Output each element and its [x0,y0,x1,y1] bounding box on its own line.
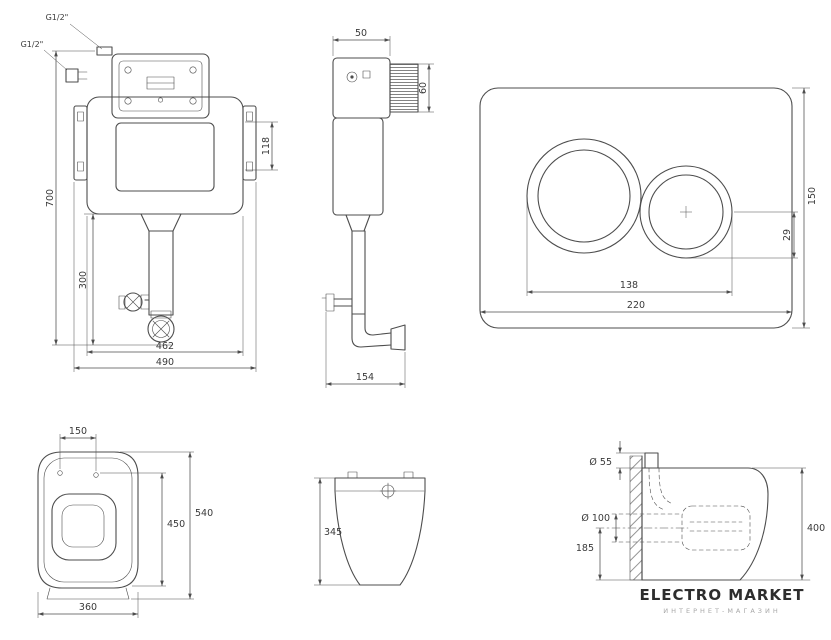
installation-view [595,452,811,581]
side-tank-top [332,57,391,119]
dim-300-label: 300 [78,271,89,289]
bowl-rim [43,457,133,583]
g12-top-label: G1/2" [46,13,69,22]
bowl-side-dimensions [314,477,360,586]
hinge-hole-left [57,470,63,476]
bowl-base [46,587,130,600]
dim-118-label: 118 [261,137,272,155]
side-inlet-valve [325,293,335,312]
bowl-opening [51,493,117,561]
dim-462-label: 462 [156,341,174,352]
dim-50-label: 50 [355,28,367,39]
bowl-side-view [334,471,426,586]
big-flush-button [526,138,642,254]
brand-logo: ELECTRO MARKET ИНТЕРНЕТ-МАГАЗИН [639,586,804,615]
cistern-side-dimensions [325,36,434,388]
side-flush-pipe [351,230,366,315]
dim-345-label: 345 [324,527,342,538]
dim-154-label: 154 [356,372,374,383]
dim-450-label: 450 [167,519,185,530]
logo-title: ELECTRO MARKET [639,586,804,604]
dim-150-bowl-label: 150 [69,426,87,437]
flush-plate-view [479,87,793,329]
dim-inlet-dia-label: Ø 55 [589,457,612,468]
cistern-front-dimensions [43,23,278,372]
inlet-stub [644,452,659,469]
fixing-hole-symbol [379,482,397,500]
hidden-trap-dashed [595,467,751,551]
bowl-outline [37,451,139,589]
dim-185-label: 185 [576,543,594,554]
bowl-water [61,504,105,548]
dim-400-label: 400 [807,523,825,534]
dim-29-label: 29 [782,229,793,241]
cistern-side-view [321,57,419,351]
flush-pipe [140,213,182,319]
side-tank-body [332,117,384,216]
dim-138-label: 138 [620,280,638,291]
cistern-tank [86,96,244,215]
inlet-fittings [65,46,113,83]
dim-outlet-dia-label: Ø 100 [581,513,610,524]
hinge-hole-right [93,472,99,478]
logo-subtitle: ИНТЕРНЕТ-МАГАЗИН [663,607,780,615]
side-outlet-elbow [351,313,406,351]
dim-360-label: 360 [79,602,97,613]
drain-valve [118,292,175,343]
mounting-frame [111,53,210,119]
flush-plate-dimensions [480,87,810,329]
dim-540-label: 540 [195,508,213,519]
bowl-side-outline [334,477,426,586]
dim-700-label: 700 [45,189,56,207]
dim-60-label: 60 [418,82,429,94]
bowl-front-view [37,451,139,600]
dim-220-label: 220 [627,300,645,311]
installation-dimensions [598,441,806,580]
wall-hatch [629,455,643,581]
dim-150-plate-label: 150 [807,187,818,205]
dim-490-label: 490 [156,357,174,368]
wall-bend-hatched [389,63,419,113]
cistern-front-view [65,46,257,343]
bowl-front-dimensions [37,434,194,618]
toilet-profile [641,467,769,581]
flush-plate-body [479,87,793,329]
mounting-rails [73,105,257,181]
g12-left-label: G1/2" [21,40,44,49]
